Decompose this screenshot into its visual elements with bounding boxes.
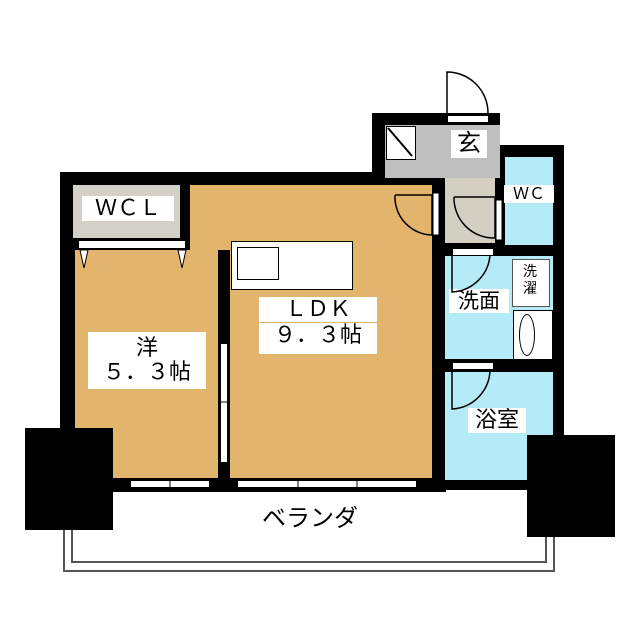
ldk-size: ９．３帖 [259,323,377,355]
balcony-label: ベランダ [262,504,358,532]
wc-label: ＷＣ [504,184,554,204]
kitchen-sink [237,247,279,280]
ldk-room [190,185,432,250]
western-room-size: ５．３帖 [88,360,206,390]
basin-bowl [519,314,535,356]
wcl-door-marker [79,249,89,269]
window [238,480,416,488]
washroom-door-swing [451,254,491,293]
bath-label: 浴室 [468,408,526,434]
wc-door-frame [495,199,503,241]
ldk-name: ＬＤＫ [259,297,377,323]
wcl-door[interactable] [78,240,186,249]
wcl-label: ＷＣＬ [82,196,174,222]
wcl-door-marker [177,249,187,269]
bath-door-swing [451,368,491,410]
ldk-door-swing [394,194,433,236]
shoe-cabinet-diagonal [387,127,413,157]
pillar [25,428,113,530]
pillar [527,435,615,537]
bath-door[interactable] [452,362,494,370]
laundry-label: 洗濯 [520,264,540,298]
hallway [445,178,495,243]
sliding-door[interactable] [220,343,228,463]
entrance-door-frame [447,115,489,123]
washroom-label: 洗面 [449,289,509,314]
entrance-door-swing [446,71,489,115]
washroom-door[interactable] [452,248,494,256]
ldk-door-frame [432,192,440,236]
wc-door-swing [453,196,496,239]
entrance-label: 玄 [451,129,487,158]
western-room-name: 洋 [88,332,206,362]
